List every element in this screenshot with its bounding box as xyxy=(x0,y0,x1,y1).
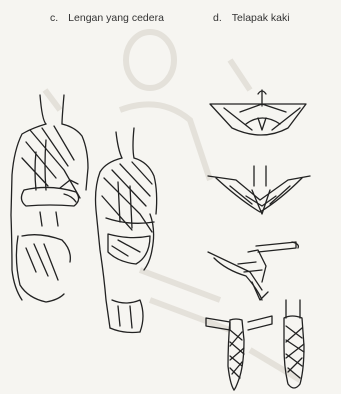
foot-step-3 xyxy=(208,242,298,300)
foot-step-1 xyxy=(210,90,306,135)
foot-step-2 xyxy=(208,166,310,214)
arm-sling-figure-front xyxy=(11,95,88,302)
foot-step-4-left xyxy=(206,316,272,390)
arm-sling-figure-side xyxy=(96,128,157,333)
foot-bandage-steps xyxy=(206,90,310,390)
